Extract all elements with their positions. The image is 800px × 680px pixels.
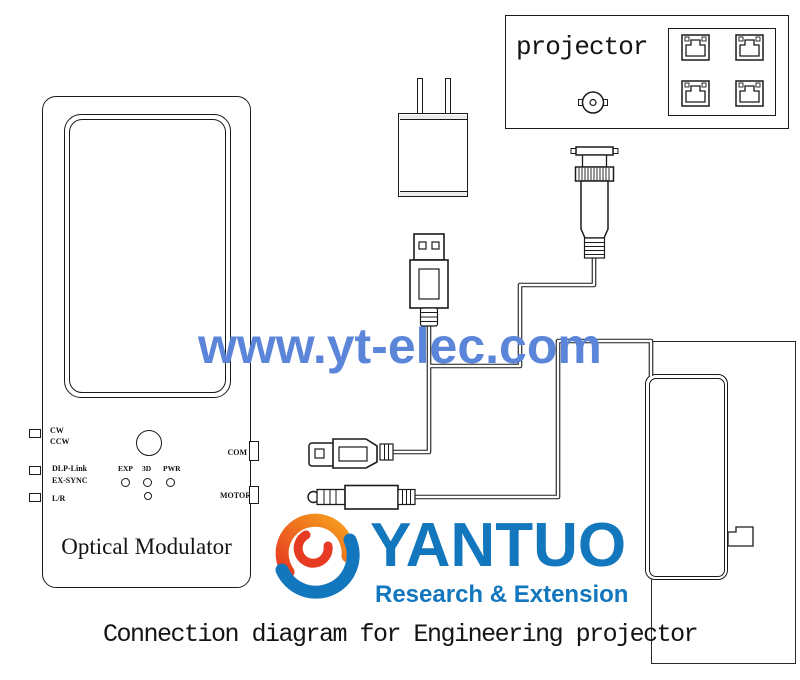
aux-led	[144, 492, 152, 500]
bnc-connector	[570, 146, 619, 259]
modulator-label: Optical Modulator	[61, 534, 232, 559]
power-adapter-inner	[648, 377, 725, 577]
projector-label: projector	[516, 32, 648, 62]
lr-switch	[29, 493, 41, 502]
dlp-link-label: DLP-Link	[52, 464, 88, 473]
mini-usb-connector	[308, 438, 394, 469]
led-label-3d: 3D	[142, 464, 152, 473]
usb-a-connector	[409, 233, 449, 327]
com-port	[249, 441, 259, 461]
motor-label: MOTOR	[220, 491, 251, 500]
charger-top-band	[399, 114, 467, 120]
led-label-pwr: PWR	[163, 464, 181, 473]
cw-label: CW	[50, 426, 64, 435]
pwr-led	[166, 478, 175, 487]
motor-port	[249, 486, 259, 504]
lr-label: L/R	[52, 494, 66, 503]
ccw-label: CCW	[50, 437, 70, 446]
charger-prong-right	[445, 78, 451, 115]
modulator-screen-inner	[69, 119, 226, 393]
dlp-exsync-switch	[29, 466, 41, 475]
cw-ccw-switch	[29, 429, 41, 438]
exp-led	[121, 478, 130, 487]
watermark: www.yt-elec.com	[198, 318, 602, 374]
caption: Connection diagram for Engineering proje…	[103, 620, 699, 649]
charger-prong-left	[417, 78, 423, 115]
yantuo-logo-icon	[275, 513, 360, 599]
wall-charger	[398, 113, 468, 197]
yantuo-logo-tagline: Research & Extension	[375, 581, 629, 608]
modulator-screen	[64, 114, 231, 398]
com-label: COM	[227, 448, 247, 457]
led-label-exp: EXP	[118, 464, 133, 473]
charger-bottom-band	[399, 190, 467, 196]
3d-led	[143, 478, 152, 487]
rj45-panel	[668, 28, 776, 116]
ex-sync-label: EX-SYNC	[52, 476, 88, 485]
knob	[136, 430, 162, 456]
yantuo-logo-name: YANTUO	[370, 511, 627, 580]
